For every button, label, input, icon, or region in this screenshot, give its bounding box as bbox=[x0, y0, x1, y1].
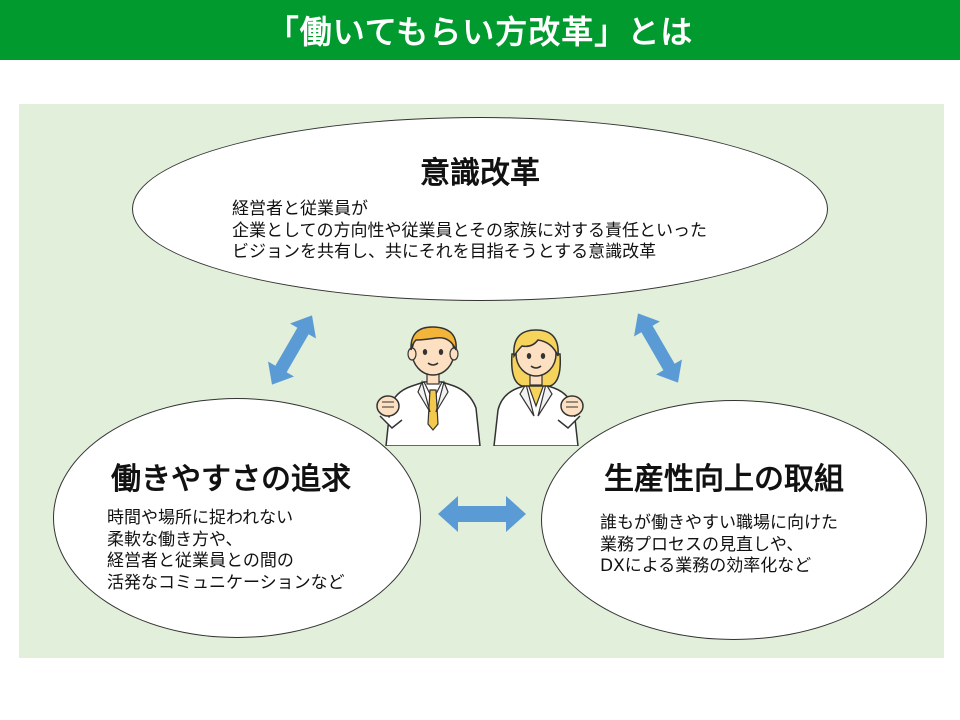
ease-of-work-line: 経営者と従業員との間の bbox=[107, 551, 294, 571]
ease-of-work-title: 働きやすさの追求 bbox=[111, 462, 351, 497]
awareness-reform-line: 経営者と従業員が bbox=[232, 199, 368, 219]
woman-figure-icon bbox=[493, 329, 584, 446]
header-bar: 「働いてもらい方改革」とは bbox=[0, 0, 960, 60]
man-figure-icon bbox=[376, 326, 481, 446]
productivity-line: 誰もが働きやすい職場に向けた bbox=[600, 513, 838, 533]
productivity-line: DXによる業務の効率化など bbox=[600, 556, 812, 576]
double-arrow-left-icon bbox=[268, 315, 316, 385]
double-arrow-horizontal-icon bbox=[438, 496, 526, 532]
business-people-icon bbox=[376, 326, 584, 446]
productivity-line: 業務プロセスの見直しや、 bbox=[600, 534, 804, 555]
double-arrow-right-icon bbox=[634, 313, 682, 383]
ellipse-productivity bbox=[541, 400, 927, 640]
awareness-reform-title: 意識改革 bbox=[420, 156, 540, 191]
ease-of-work-line: 柔軟な働き方や、 bbox=[107, 529, 243, 550]
awareness-reform-line: 企業としての方向性や従業員とその家族に対する責任といった bbox=[232, 220, 707, 241]
page-title: 「働いてもらい方改革」とは bbox=[266, 13, 694, 51]
productivity-title: 生産性向上の取組 bbox=[604, 462, 844, 497]
ease-of-work-text: 時間や場所に捉われない 柔軟な働き方や、 経営者と従業員との間の 活発なコミュニ… bbox=[107, 508, 345, 594]
productivity-text: 誰もが働きやすい職場に向けた 業務プロセスの見直しや、 DXによる業務の効率化な… bbox=[600, 513, 838, 578]
awareness-reform-line: ビジョンを共有し、共にそれを目指そうとする意識改革 bbox=[232, 242, 657, 262]
awareness-reform-text: 経営者と従業員が 企業としての方向性や従業員とその家族に対する責任といった ビジ… bbox=[232, 199, 707, 264]
ease-of-work-line: 活発なコミュニケーションなど bbox=[107, 572, 345, 593]
ellipse-ease-of-work bbox=[53, 398, 421, 638]
ease-of-work-line: 時間や場所に捉われない bbox=[107, 508, 294, 528]
ellipse-awareness-reform bbox=[132, 117, 828, 301]
